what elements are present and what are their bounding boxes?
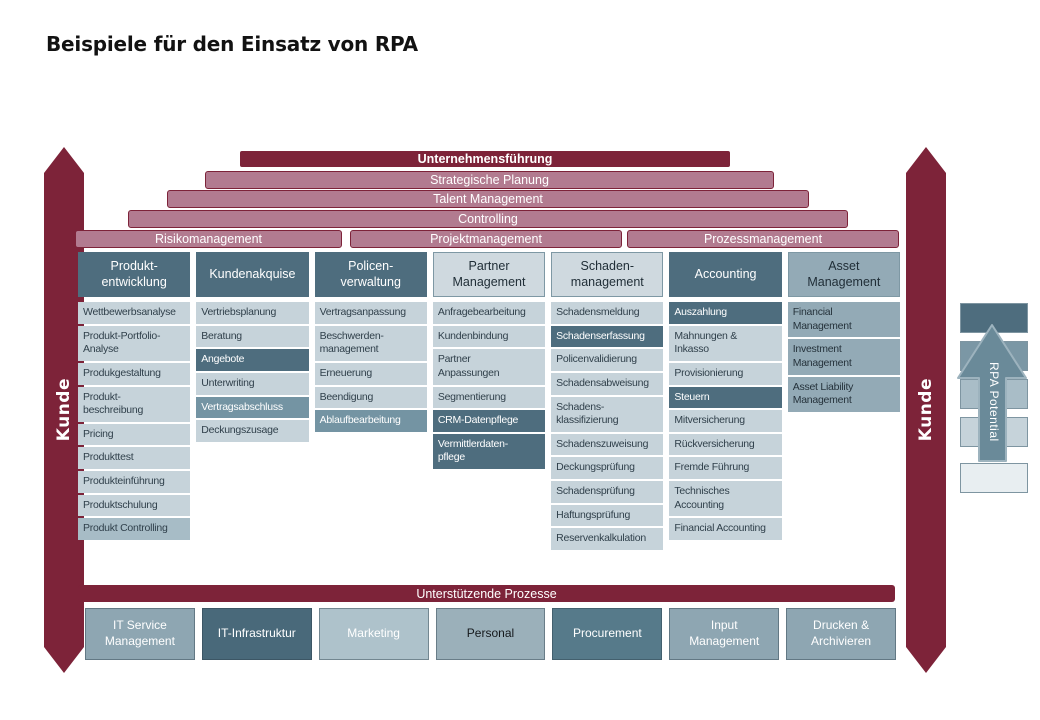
kunde-banner-right: Kunde bbox=[906, 147, 946, 673]
process-item: Vertriebsplanung bbox=[196, 302, 309, 324]
process-item: Produktschulung bbox=[78, 494, 191, 517]
support-box: IT Service Management bbox=[85, 608, 195, 660]
process-item: CRM-Datenpflege bbox=[432, 410, 546, 432]
column-header: Accounting bbox=[669, 252, 782, 297]
process-item: Vermittlerdaten- pflege bbox=[432, 433, 546, 470]
rpa-potential-label: RPA Potential bbox=[987, 362, 1001, 442]
process-item: Wettbewerbsanalyse bbox=[78, 302, 191, 324]
process-item: Angebote bbox=[196, 349, 309, 371]
management-bar-projektmanagement: Projektmanagement bbox=[350, 230, 622, 248]
process-item: Rückversicherung bbox=[669, 433, 782, 456]
column-header: Kundenakquise bbox=[196, 252, 309, 297]
pyramid-bar-strategische-planung: Strategische Planung bbox=[205, 171, 774, 189]
column-header: Schaden- management bbox=[551, 252, 664, 297]
support-box: Input Management bbox=[669, 608, 780, 660]
process-item: Schadens- klassifizierung bbox=[551, 396, 664, 432]
support-box: Drucken & Archivieren bbox=[786, 608, 896, 660]
column-header: Partner Management bbox=[432, 252, 546, 297]
support-processes-bar: Unterstützende Prozesse bbox=[78, 585, 895, 602]
support-box: Procurement bbox=[552, 608, 663, 660]
process-item: Mitversicherung bbox=[669, 410, 782, 432]
support-box: Marketing bbox=[318, 608, 429, 660]
process-item: Ablaufbearbeitung bbox=[314, 410, 427, 432]
column-header: Produkt- entwicklung bbox=[78, 252, 191, 297]
rpa-level-1 bbox=[960, 463, 1028, 493]
process-item: Produkt Controlling bbox=[78, 518, 191, 541]
rpa-potential-arrow-icon bbox=[957, 324, 1027, 462]
process-item: Technisches Accounting bbox=[669, 481, 782, 517]
process-item: Provisionierung bbox=[669, 362, 782, 385]
process-item: Produkt- beschreibung bbox=[78, 386, 191, 422]
process-item: Vertragsabschluss bbox=[196, 396, 309, 419]
column-header: Policen- verwaltung bbox=[314, 252, 427, 297]
process-item: Produkteinführung bbox=[78, 471, 191, 493]
process-item: Policenvalidierung bbox=[551, 349, 664, 371]
process-item: Steuern bbox=[669, 386, 782, 409]
process-item: Schadensprüfung bbox=[551, 481, 664, 503]
process-item: Asset Liability Management bbox=[787, 376, 900, 412]
column-header: Asset Management bbox=[787, 252, 900, 297]
process-item: Produkt-Portfolio- Analyse bbox=[78, 325, 191, 361]
kunde-label-right: Kunde bbox=[916, 378, 936, 442]
pyramid-bar-controlling: Controlling bbox=[128, 210, 848, 228]
management-bar-risikomanagement: Risikomanagement bbox=[75, 230, 342, 248]
process-item: Partner Anpassungen bbox=[432, 349, 546, 385]
process-item: Haftungsprüfung bbox=[551, 504, 664, 527]
process-item: Beschwerden- management bbox=[314, 325, 427, 361]
rpa-level-5 bbox=[960, 303, 1028, 333]
process-item: Unterwriting bbox=[196, 372, 309, 395]
pyramid-bar-unternehmensfuehrung: Unternehmensführung bbox=[240, 151, 730, 167]
process-item: Auszahlung bbox=[669, 302, 782, 324]
process-item: Mahnungen & Inkasso bbox=[669, 325, 782, 361]
process-item: Beratung bbox=[196, 325, 309, 348]
process-item: Schadenszuweisung bbox=[551, 433, 664, 456]
process-item: Anfragebearbeitung bbox=[432, 302, 546, 324]
process-item: Vertragsanpassung bbox=[314, 302, 427, 324]
process-item: Reservenkalkulation bbox=[551, 528, 664, 551]
process-item: Beendigung bbox=[314, 386, 427, 409]
pyramid-bar-talent-management: Talent Management bbox=[167, 190, 809, 208]
process-item: Financial Accounting bbox=[669, 518, 782, 541]
process-item: Schadensmeldung bbox=[551, 302, 664, 324]
support-box: IT-Infrastruktur bbox=[201, 608, 312, 660]
kunde-label-left: Kunde bbox=[54, 378, 74, 442]
support-box: Personal bbox=[435, 608, 546, 660]
process-item: Deckungszusage bbox=[196, 420, 309, 442]
process-item: Schadenserfassung bbox=[551, 325, 664, 348]
process-item: Erneuerung bbox=[314, 362, 427, 385]
process-item: Produkgestaltung bbox=[78, 362, 191, 385]
process-item: Financial Management bbox=[787, 302, 900, 338]
process-item: Pricing bbox=[78, 423, 191, 446]
process-item: Produkttest bbox=[78, 447, 191, 470]
process-item: Deckungsprüfung bbox=[551, 457, 664, 480]
process-item: Segmentierung bbox=[432, 386, 546, 409]
process-item: Kundenbindung bbox=[432, 325, 546, 348]
process-item: Investment Management bbox=[787, 339, 900, 375]
management-bar-prozessmanagement: Prozessmanagement bbox=[627, 230, 899, 248]
process-item: Fremde Führung bbox=[669, 457, 782, 480]
process-item: Schadensabweisung bbox=[551, 372, 664, 395]
page-title: Beispiele für den Einsatz von RPA bbox=[46, 32, 418, 56]
